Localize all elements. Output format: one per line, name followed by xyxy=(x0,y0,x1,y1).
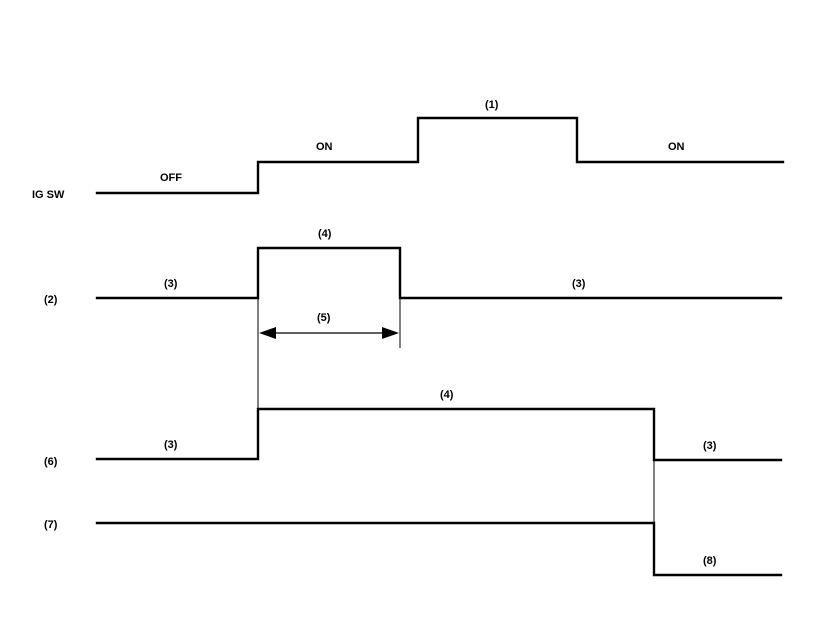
signal-6-low-label-right: (3) xyxy=(703,440,717,452)
duration-arrow-left-icon xyxy=(259,327,276,339)
signal-7-label: (7) xyxy=(44,519,58,531)
signal-2-waveform xyxy=(95,246,783,300)
signal-6-low-label-left: (3) xyxy=(164,439,178,451)
ig-sw-row: IG SW OFF ON (1) ON xyxy=(32,99,785,201)
signal-2-high-label: (4) xyxy=(318,228,332,240)
ig-sw-off-label: OFF xyxy=(160,172,182,184)
signal-6-high-label: (4) xyxy=(440,389,454,401)
signal-6-row: (6) (3) (4) (3) xyxy=(44,348,783,468)
callout-1-label: (1) xyxy=(485,99,499,111)
duration-label: (5) xyxy=(317,312,331,324)
signal-2-low-label-right: (3) xyxy=(572,278,586,290)
signal-2-row: (2) (3) (4) (3) (5) xyxy=(44,228,783,348)
ig-sw-waveform xyxy=(95,116,785,195)
ig-sw-label: IG SW xyxy=(32,189,65,201)
duration-arrow-right-icon xyxy=(382,327,399,339)
signal-2-label: (2) xyxy=(44,294,58,306)
signal-6-waveform xyxy=(95,407,783,462)
signal-7-waveform xyxy=(95,521,783,577)
ig-sw-on-label-first: ON xyxy=(316,141,333,153)
signal-6-label: (6) xyxy=(44,456,58,468)
signal-7-row: (7) (8) xyxy=(44,460,783,577)
signal-2-low-label-left: (3) xyxy=(164,278,178,290)
signal-7-low-label: (8) xyxy=(703,555,717,567)
ig-sw-on-label-second: ON xyxy=(668,141,685,153)
